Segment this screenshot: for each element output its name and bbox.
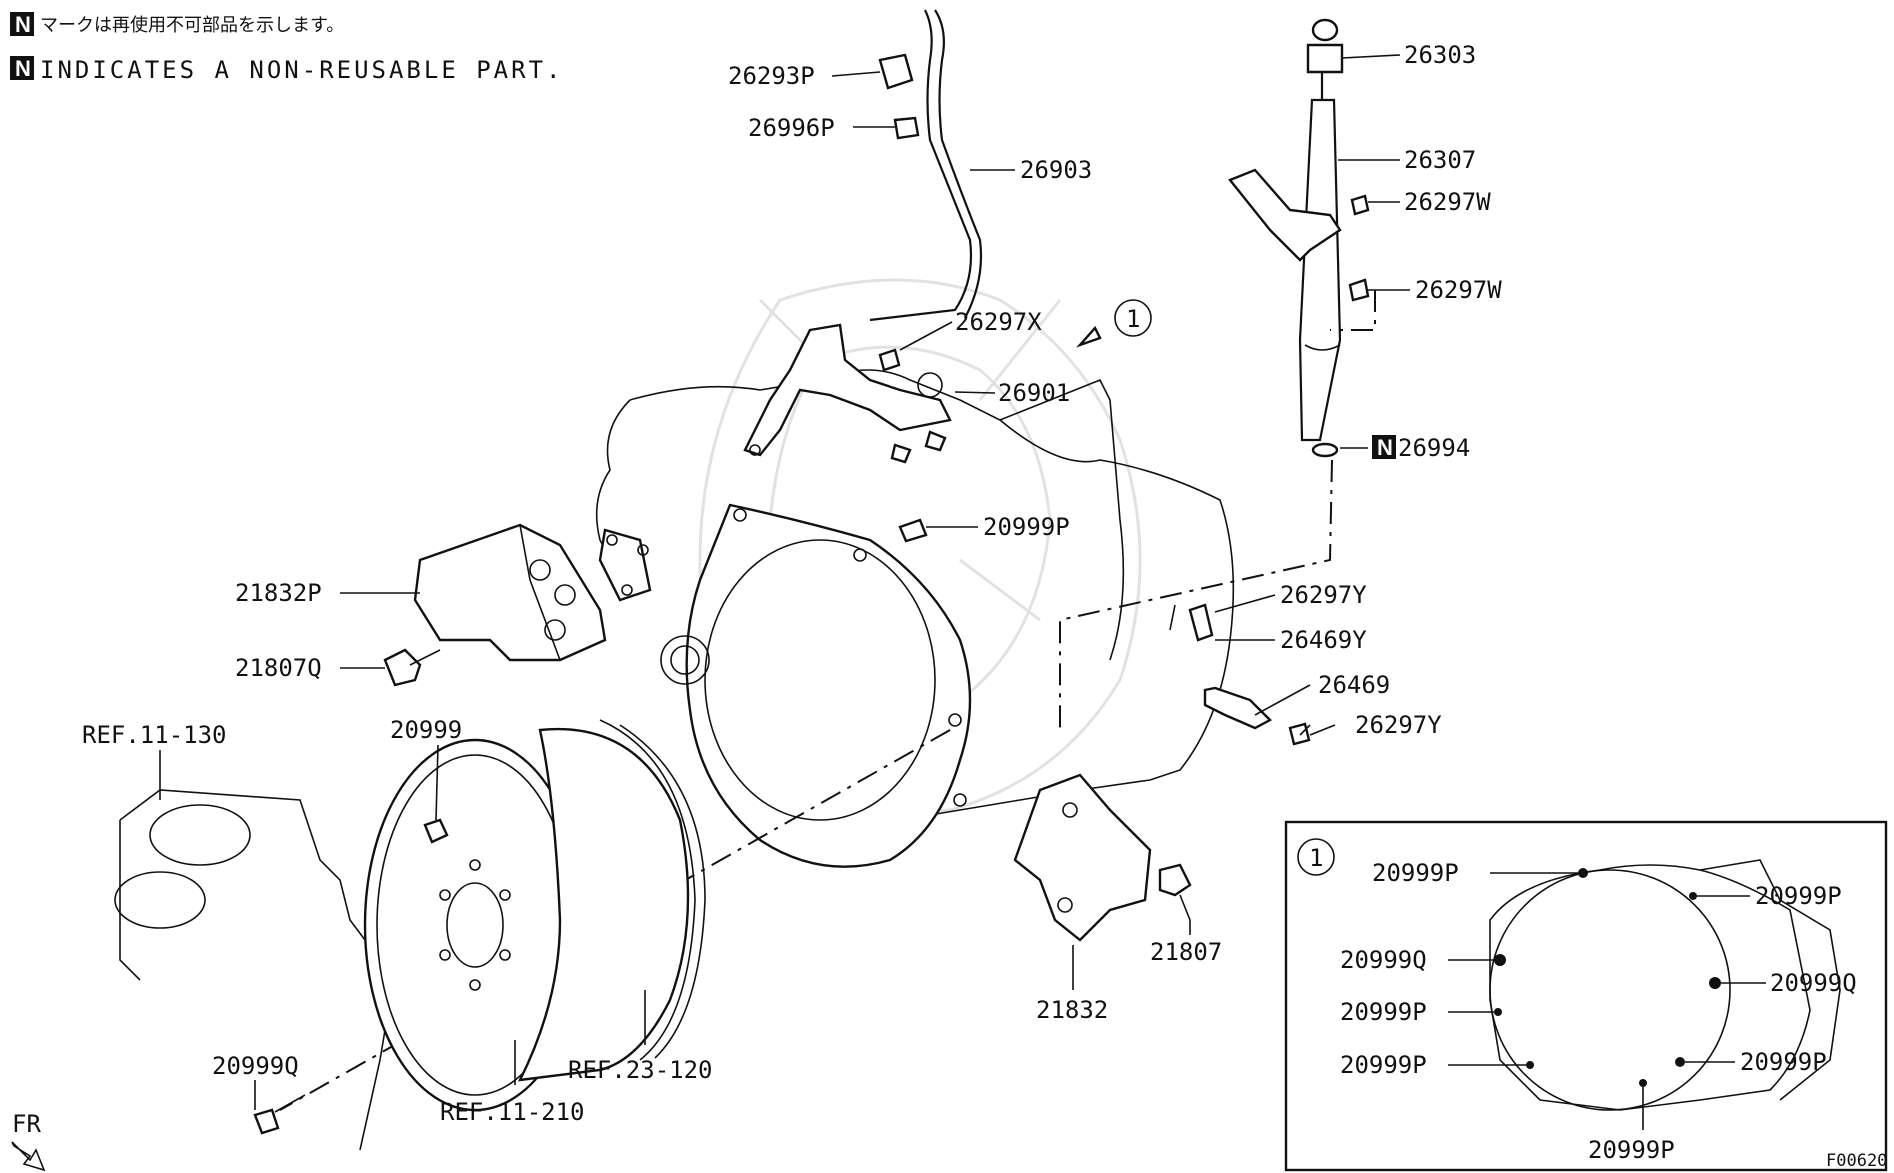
callout-21832P: 21832P	[235, 579, 322, 607]
callout-26996P: 26996P	[748, 114, 835, 142]
callout-labels: 26293P 26996P 26903 26303 26307 26297W 2…	[82, 41, 1502, 1126]
view-marker: 1	[1076, 299, 1152, 348]
bolt-20999P	[898, 518, 928, 543]
bolt-20999Q	[253, 1108, 280, 1135]
torque-converter	[517, 719, 706, 1082]
callout-26293P: 26293P	[728, 62, 815, 90]
callout-20999Q-main: 20999Q	[212, 1052, 299, 1080]
figure-code: F00620	[1826, 1151, 1887, 1171]
note-japanese: マークは再使用不可部品を示します。	[40, 15, 344, 36]
bolt-26297W-b	[1348, 278, 1370, 302]
svg-text:1: 1	[1309, 844, 1323, 872]
inset-points	[1494, 868, 1721, 1087]
inset-leaders	[1448, 872, 1766, 1130]
callout-26297Y-a: 26297Y	[1280, 581, 1367, 609]
inset-callout-7: 20999P	[1340, 1051, 1427, 1079]
callout-26469Y: 26469Y	[1280, 626, 1367, 654]
bolt-26297Y	[1288, 722, 1311, 746]
inset-callout-2: 20999P	[1755, 882, 1842, 910]
inset-detail: 1 20999P 20999P 20999Q 20999Q 209	[1284, 820, 1888, 1172]
dipstick-guide-26901	[743, 323, 952, 464]
bolt-21807Q	[383, 648, 422, 687]
callout-26297Y-b: 26297Y	[1355, 711, 1442, 739]
callout-26469: 26469	[1318, 671, 1390, 699]
callout-REF23-120: REF.23-120	[568, 1056, 713, 1084]
front-direction-indicator: FR	[11, 1110, 46, 1172]
notes: N マークは再使用不可部品を示します。 N INDICATES A NON-RE…	[10, 12, 563, 84]
non-reusable-badge	[10, 12, 34, 36]
bolt-26297X	[878, 348, 901, 372]
engine-mount-bracket-21832P	[413, 523, 607, 662]
clamp-26469	[1169, 603, 1272, 730]
callout-26903: 26903	[1020, 156, 1092, 184]
inset-callout-3: 20999Q	[1340, 946, 1427, 974]
callout-26307: 26307	[1404, 146, 1476, 174]
engine-block	[114, 789, 391, 1151]
bolt-26297W-a	[1350, 194, 1370, 216]
bolts	[253, 194, 1370, 1135]
inset-callout-4: 20999Q	[1770, 969, 1857, 997]
bell-housing	[660, 503, 972, 868]
arrow-icon	[11, 1141, 46, 1172]
callout-REF11-210: REF.11-210	[440, 1098, 585, 1126]
svg-text:FR: FR	[12, 1110, 41, 1138]
bolt-21807	[1158, 863, 1192, 897]
dipstick-tube-26903	[869, 9, 983, 322]
badge-letter: N	[15, 12, 31, 37]
callout-21807: 21807	[1150, 938, 1222, 966]
callout-21832: 21832	[1036, 996, 1108, 1024]
svg-text:N: N	[15, 56, 31, 81]
callout-REF11-130: REF.11-130	[82, 721, 227, 749]
callout-26994: 26994	[1398, 434, 1470, 462]
inset-callout-1: 20999P	[1372, 859, 1459, 887]
callout-26303: 26303	[1404, 41, 1476, 69]
svg-text:N: N	[1377, 435, 1393, 460]
svg-text:1: 1	[1126, 305, 1140, 333]
inset-callout-5: 20999P	[1340, 998, 1427, 1026]
bracket-small	[598, 528, 652, 602]
bracket-21832	[1013, 773, 1152, 942]
callout-26297W-a: 26297W	[1404, 188, 1491, 216]
callout-20999: 20999	[390, 716, 462, 744]
leader-lines	[159, 54, 1410, 1110]
callout-26901: 26901	[998, 379, 1070, 407]
inset-callout-6: 20999P	[1740, 1048, 1827, 1076]
callout-26297W-b: 26297W	[1415, 276, 1502, 304]
callout-20999P-main: 20999P	[983, 513, 1070, 541]
dipstick-assembly	[1228, 18, 1344, 458]
note-english: INDICATES A NON-REUSABLE PART.	[40, 56, 563, 84]
callout-21807Q: 21807Q	[235, 654, 322, 682]
inset-callout-8: 20999P	[1588, 1136, 1675, 1164]
bolt-20999	[423, 818, 449, 844]
callout-26297X: 26297X	[955, 308, 1042, 336]
